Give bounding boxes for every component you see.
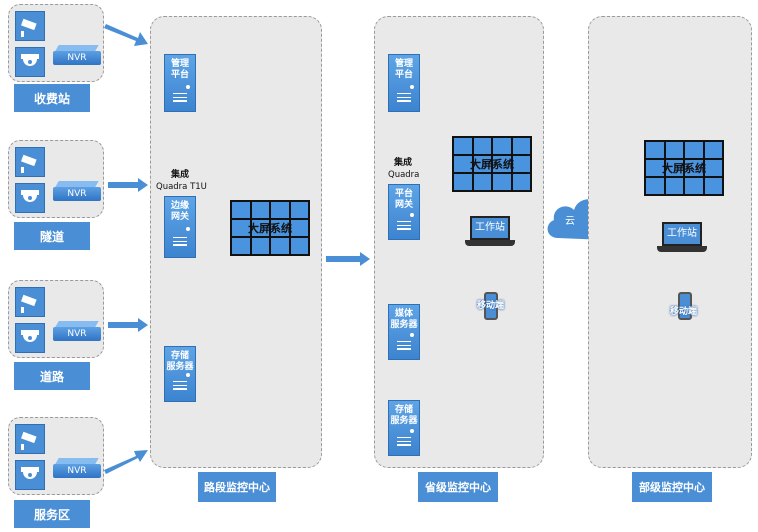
mobile-label: 移动端	[670, 307, 698, 317]
nvr-device: NVR	[53, 327, 101, 341]
video-wall-label: 大屏系统	[248, 222, 292, 235]
mobile-phone-icon	[484, 292, 498, 320]
cloud-label: 云	[565, 216, 575, 227]
source-group-service: NVR	[8, 417, 104, 495]
dome-camera-icon	[15, 183, 45, 213]
dome-camera-icon	[15, 460, 45, 490]
dome-camera-icon	[15, 323, 45, 353]
nvr-device: NVR	[53, 187, 101, 201]
video-wall-label: 大屏系统	[470, 158, 514, 171]
mobile-phone-icon	[678, 292, 692, 320]
server-label: 管理 平台	[394, 59, 413, 80]
nvr-device: NVR	[53, 464, 101, 478]
nvr-device: NVR	[53, 51, 101, 65]
source-label-road: 道路	[14, 362, 90, 390]
arrow-icon	[104, 450, 148, 474]
server-label: 边缘 网关	[170, 201, 189, 222]
storage-server: 存储 服务器	[164, 346, 196, 402]
workstation-laptop-icon: 工作站	[465, 216, 515, 246]
source-group-tunnel: NVR	[8, 140, 104, 218]
server-label: 存储 服务器	[390, 405, 418, 426]
dome-camera-icon	[15, 47, 45, 77]
source-label-toll: 收费站	[14, 84, 90, 112]
source-label-service: 服务区	[14, 500, 90, 528]
workstation-label: 工作站	[470, 216, 510, 240]
source-group-toll: NVR	[8, 4, 104, 82]
mobile-label: 移动端	[477, 301, 505, 311]
integration-model: Quadra	[388, 170, 420, 180]
storage-server: 存储 服务器	[388, 400, 420, 456]
arrow-icon	[104, 24, 148, 46]
server-label: 平台 网关	[394, 189, 413, 210]
integration-label: 集成	[171, 170, 190, 180]
video-wall-label: 大屏系统	[662, 162, 706, 175]
integration-label: 集成	[394, 158, 413, 168]
platform-gateway-server: 平台 网关	[388, 184, 420, 240]
provincial-center-title: 省级监控中心	[418, 472, 498, 502]
workstation-laptop-icon: 工作站	[657, 222, 707, 252]
arrow-icon	[326, 252, 370, 266]
arrow-icon	[108, 318, 148, 332]
media-server: 媒体 服务器	[388, 304, 420, 360]
server-label: 存储 服务器	[166, 351, 194, 372]
server-label: 媒体 服务器	[390, 309, 418, 330]
ministry-center-title: 部级监控中心	[632, 472, 712, 502]
source-label-tunnel: 隧道	[14, 222, 90, 250]
road-center-title: 路段监控中心	[198, 472, 276, 502]
video-wall: 大屏系统	[644, 140, 724, 196]
camera-icon	[15, 11, 45, 41]
video-wall: 大屏系统	[230, 200, 310, 256]
server-label: 管理 平台	[170, 59, 189, 80]
workstation-label: 工作站	[662, 222, 702, 246]
arrow-icon	[108, 178, 148, 192]
camera-icon	[15, 147, 45, 177]
mgmt-platform-server: 管理 平台	[164, 54, 196, 112]
camera-icon	[15, 287, 45, 317]
camera-icon	[15, 424, 45, 454]
integration-model: Quadra T1U	[156, 182, 207, 192]
video-wall: 大屏系统	[452, 136, 532, 192]
source-group-road: NVR	[8, 280, 104, 358]
edge-gateway-server: 边缘 网关	[164, 196, 196, 258]
mgmt-platform-server: 管理 平台	[388, 54, 420, 112]
